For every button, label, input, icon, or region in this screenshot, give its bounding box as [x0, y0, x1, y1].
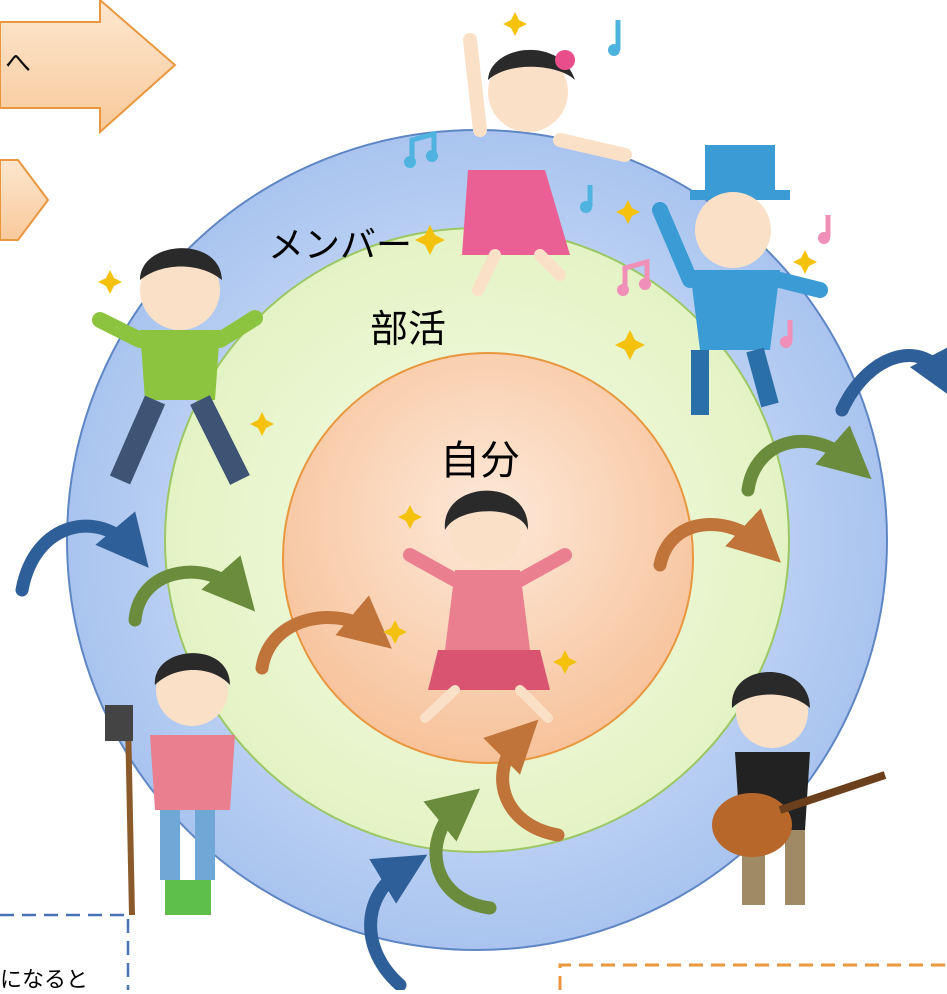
bottom-left-note-text: になると: [0, 968, 89, 993]
blue-arrow-left: [15, 511, 149, 597]
guitar-boy-illustration: [712, 672, 887, 905]
middle-ring-label: 部活: [370, 307, 447, 351]
dancing-girl-illustration: [462, 33, 632, 296]
boy-green-sweater-illustration: [92, 248, 263, 485]
orange-arrow-bottom: [483, 719, 565, 842]
farmer-girl-illustration: [105, 653, 235, 916]
inner-ring-label: 自分: [440, 438, 520, 484]
top-arrow-label: へ: [5, 49, 32, 79]
outer-ring-label: メンバー: [268, 225, 413, 266]
blue-arrow-bottom: [364, 854, 428, 992]
top-arrow-callout: [0, 0, 177, 135]
bottom-left-dashed-box: [0, 913, 130, 990]
orange-arrow-left: [255, 595, 392, 675]
green-arrow-left: [128, 555, 256, 627]
dancing-boy-hat-illustration: [652, 145, 828, 415]
sparkle-icon: [98, 12, 817, 674]
center-girl-illustration: [403, 490, 572, 723]
music-note-icon: [404, 20, 831, 348]
green-arrow-bottom: [423, 788, 497, 915]
bottom-right-dashed-box: [558, 963, 947, 990]
blue-arrow-right: [835, 342, 947, 417]
green-arrow-right: [741, 425, 872, 497]
orange-arrow-right: [653, 508, 781, 572]
second-arrow-callout: [0, 159, 50, 241]
